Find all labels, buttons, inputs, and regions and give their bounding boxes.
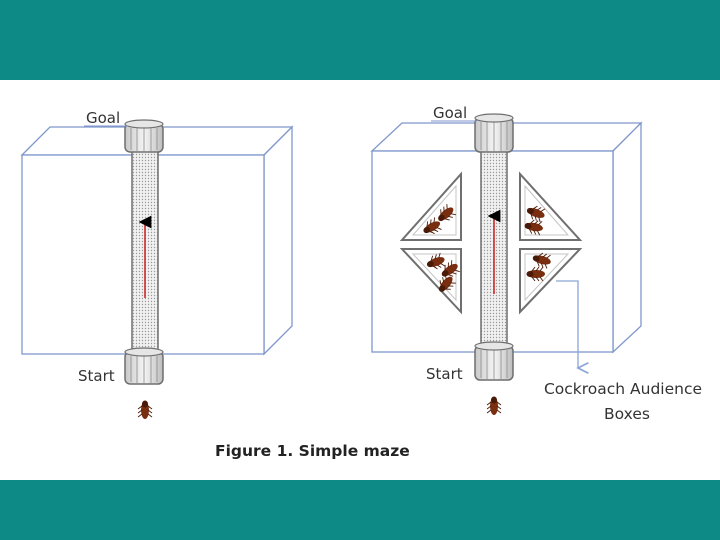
right-start-label: Start — [426, 365, 463, 383]
left-maze-panel: Goal Start — [20, 109, 294, 420]
audience-box-upper-left — [399, 171, 462, 241]
right-maze-panel: Goal Start Cockroach Audience Boxes — [370, 104, 702, 423]
audience-box-lower-left — [399, 248, 462, 315]
audience-callout-line1: Cockroach Audience — [544, 380, 702, 398]
footer-band — [0, 480, 720, 540]
figure-caption: Figure 1. Simple maze — [215, 442, 410, 460]
audience-box-upper-right — [519, 171, 583, 241]
audience-callout-connector — [556, 280, 578, 368]
left-start-label: Start — [78, 367, 115, 385]
right-goal-label: Goal — [433, 104, 467, 122]
left-start-cockroach-icon — [137, 400, 153, 420]
header-band — [0, 0, 720, 80]
left-goal-label: Goal — [86, 109, 120, 127]
audience-box-lower-right — [519, 248, 583, 315]
audience-callout-line2: Boxes — [604, 405, 650, 423]
right-start-cockroach-icon — [486, 396, 502, 416]
